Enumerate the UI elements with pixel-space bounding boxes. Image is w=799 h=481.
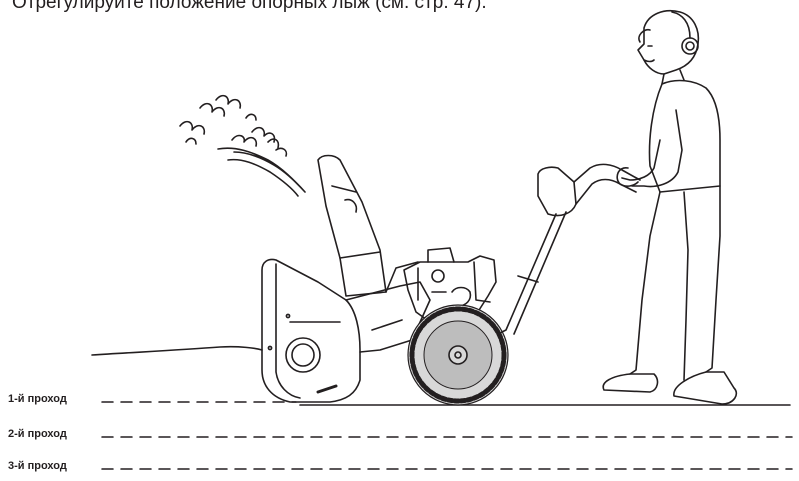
auger-housing	[262, 259, 360, 402]
discharge-chute	[318, 156, 386, 297]
thrown-snow	[180, 96, 305, 196]
operator-figure	[603, 11, 736, 404]
drive-wheel	[408, 305, 508, 405]
pass-1-label: 1-й проход	[8, 393, 67, 405]
pass-3-label: 3-й проход	[8, 460, 67, 472]
snow-surface-line	[92, 347, 262, 355]
pass-2-label: 2-й проход	[8, 428, 67, 440]
handle-bar	[498, 164, 640, 334]
